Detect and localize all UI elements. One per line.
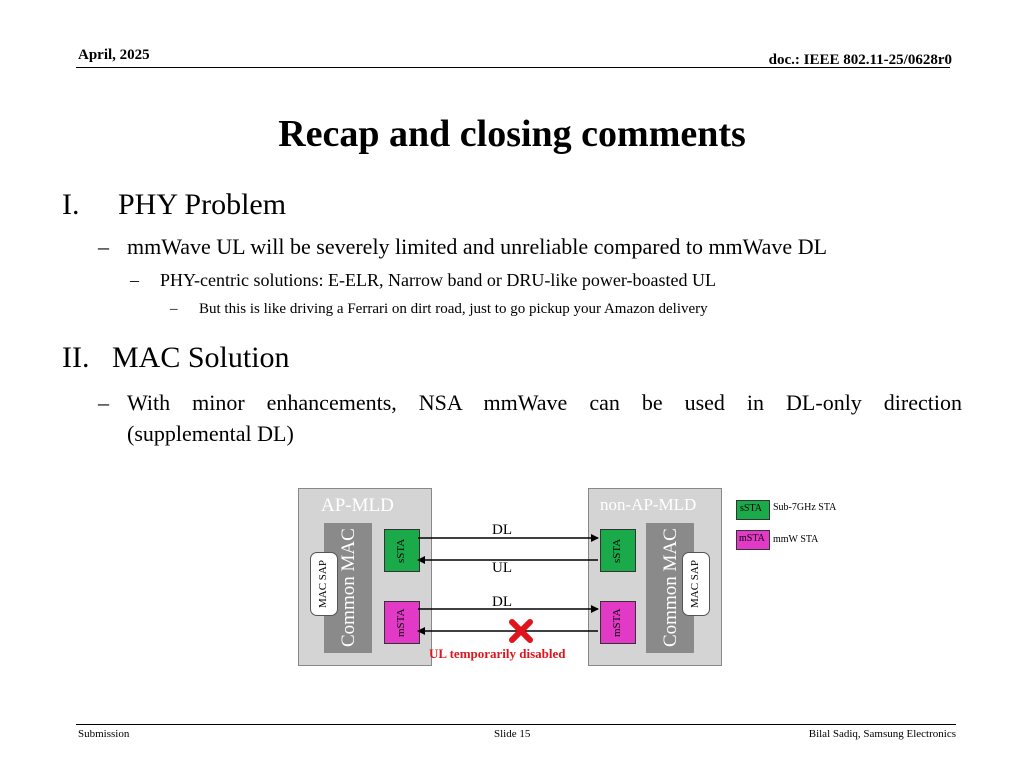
header-divider [76, 67, 950, 68]
dash-marker: – [98, 390, 109, 415]
ap-msta-block: mSTA [384, 601, 420, 644]
dash-marker: – [170, 301, 178, 317]
footer-submission: Submission [78, 728, 130, 740]
non-ap-mld-box: non-AP-MLD Common MAC MAC SAP sSTA mSTA [588, 488, 722, 666]
legend-msta-swatch: mSTA [736, 530, 770, 550]
mac-sap-block: MAC SAP [310, 552, 338, 616]
legend-ssta-swatch: sSTA [736, 500, 770, 520]
ap-mld-box: AP-MLD Common MAC MAC SAP sSTA mSTA [298, 488, 432, 666]
header-date: April, 2025 [78, 47, 150, 63]
bullet-text: mmWave UL will be severely limited and u… [127, 234, 828, 259]
footer-divider [76, 724, 956, 725]
section-1-title: PHY Problem [118, 188, 287, 221]
bullet-level-3: – But this is like driving a Ferrari on d… [170, 301, 708, 318]
legend-msta-desc: mmW STA [773, 534, 819, 545]
footer-author: Bilal Sadiq, Samsung Electronics [808, 728, 956, 740]
legend-ssta-label: sSTA [740, 503, 762, 514]
section-2-heading: II. MAC Solution [62, 341, 290, 375]
ul-disabled-label: UL temporarily disabled [429, 646, 566, 661]
bullet-text-line-1: With minor enhancements, NSA mmWave can … [127, 390, 962, 415]
header-doc-id: doc.: IEEE 802.11-25/0628r0 [768, 52, 952, 68]
dl-label: DL [492, 594, 512, 610]
footer-slide-number: Slide 15 [494, 728, 531, 740]
non-ap-ssta-block: sSTA [600, 529, 636, 572]
ap-mld-label: AP-MLD [321, 495, 394, 516]
bullet-text: PHY-centric solutions: E-ELR, Narrow ban… [160, 270, 717, 290]
section-2-title: MAC Solution [112, 341, 290, 374]
section-1-number: I. [62, 188, 80, 221]
dash-marker: – [98, 234, 109, 259]
legend-msta-label: mSTA [739, 533, 765, 544]
dash-marker: – [130, 270, 139, 290]
bullet-level-1: –mmWave UL will be severely limited and … [98, 234, 827, 260]
dl-label: DL [492, 522, 512, 538]
bullet-level-2: – PHY-centric solutions: E-ELR, Narrow ba… [130, 270, 716, 291]
mac-sap-block: MAC SAP [682, 552, 710, 616]
ul-label: UL [492, 560, 512, 576]
ap-ssta-block: sSTA [384, 529, 420, 572]
slide-title: Recap and closing comments [278, 113, 746, 155]
x-mark-icon [509, 619, 533, 643]
bullet-text: But this is like driving a Ferrari on di… [199, 301, 708, 317]
bullet-text-line-2: (supplemental DL) [127, 421, 294, 446]
link-arrows [417, 534, 599, 643]
section-2-number: II. [62, 341, 90, 374]
mld-diagram: AP-MLD Common MAC MAC SAP sSTA mSTA non-… [298, 488, 724, 666]
section-1-heading: I. PHY Problem [62, 188, 286, 222]
legend-ssta-desc: Sub-7GHz STA [773, 502, 837, 513]
non-ap-mld-label: non-AP-MLD [600, 495, 697, 514]
non-ap-msta-block: mSTA [600, 601, 636, 644]
